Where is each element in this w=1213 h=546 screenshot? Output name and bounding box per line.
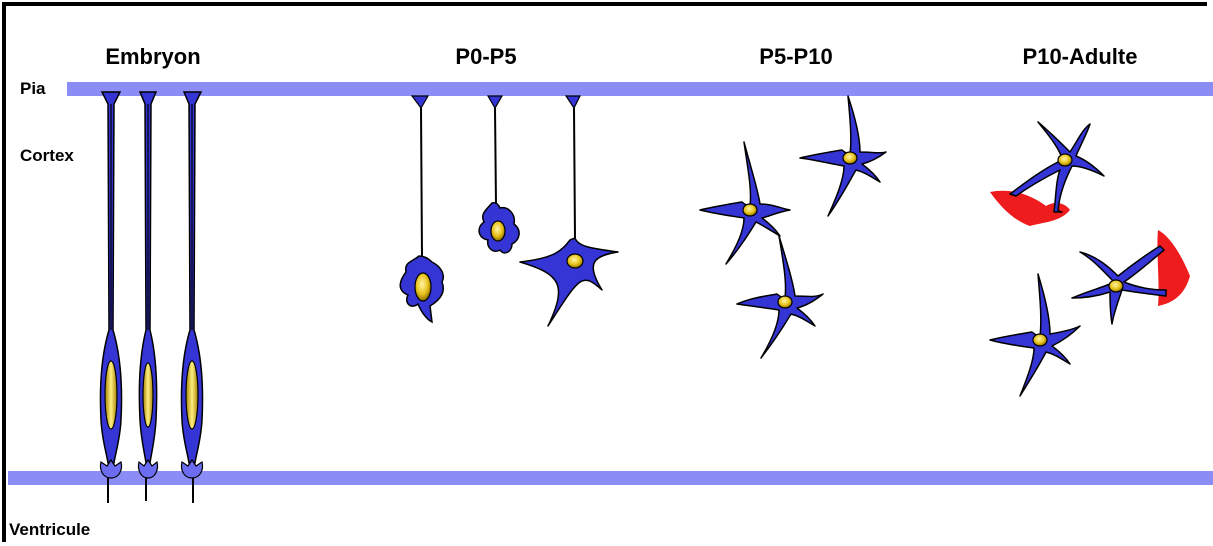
ventricle-label: Ventricule (9, 520, 91, 539)
differentiating-astrocyte (519, 95, 619, 327)
astrocyte (736, 235, 824, 359)
astrocyte (989, 273, 1081, 397)
stage-title-embryon: Embryon (105, 44, 201, 69)
stage-title-p10-adulte: P10-Adulte (1022, 44, 1138, 69)
stage-title-p0-p5: P0-P5 (455, 44, 517, 69)
stage-title-p5-p10: P5-P10 (759, 44, 833, 69)
astrocyte (699, 141, 791, 265)
pia-membrane (67, 82, 1213, 96)
astrocyte (799, 95, 887, 217)
vascular-endfoot (1157, 230, 1190, 306)
vascular-endfoot (990, 190, 1070, 226)
translocating-glial-cell (478, 95, 520, 254)
mature-astrocyte-with-endfoot (1071, 230, 1190, 325)
pia-label: Pia (20, 79, 46, 98)
ventricle-membrane (8, 471, 1213, 485)
translocating-glial-cell (399, 95, 444, 324)
radial-glia-cell (99, 91, 123, 503)
radial-glia-cell (180, 91, 204, 503)
cortex-label: Cortex (20, 146, 74, 165)
radial-glia-cell (137, 91, 159, 501)
mature-astrocyte-with-endfoot (990, 121, 1105, 226)
